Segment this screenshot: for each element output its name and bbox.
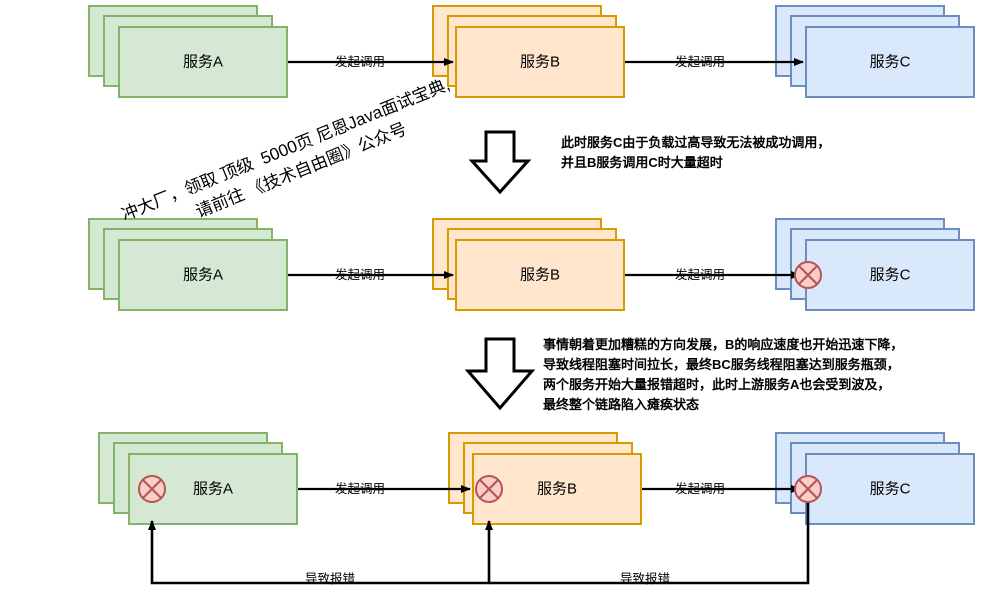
- service-label: 服务A: [192, 480, 233, 498]
- service-card-front[interactable]: 服务C: [805, 26, 975, 98]
- edge-label-b-back-to-a: 导致报错: [302, 571, 358, 587]
- edge-label-a-to-b: 发起调用: [332, 267, 388, 283]
- service-label: 服务C: [869, 53, 911, 71]
- service-card-front[interactable]: 服务A: [118, 239, 288, 311]
- service-label: 服务B: [519, 266, 560, 284]
- edge-label-c-back-to-b: 导致报错: [617, 571, 673, 587]
- down-arrow-1-icon: [468, 130, 532, 195]
- service-card-front[interactable]: 服务B: [455, 26, 625, 98]
- service-card-front[interactable]: 服务B: [455, 239, 625, 311]
- service-label: 服务C: [869, 480, 911, 498]
- edge-label-a-to-b: 发起调用: [332, 54, 388, 70]
- note-c-overload: 此时服务C由于负载过高导致无法被成功调用， 并且B服务调用C时大量超时: [561, 135, 831, 171]
- service-label: 服务A: [182, 53, 223, 71]
- service-card-front[interactable]: 服务C: [805, 453, 975, 525]
- service-card-front[interactable]: 服务C: [805, 239, 975, 311]
- service-card-front[interactable]: 服务A: [128, 453, 298, 525]
- edge-label-b-to-c: 发起调用: [672, 54, 728, 70]
- edge-label-a-to-b: 发起调用: [332, 481, 388, 497]
- service-card-front[interactable]: 服务A: [118, 26, 288, 98]
- service-label: 服务B: [519, 53, 560, 71]
- service-label: 服务A: [182, 266, 223, 284]
- edge-label-b-to-c: 发起调用: [672, 267, 728, 283]
- edge-label-b-to-c: 发起调用: [672, 481, 728, 497]
- service-card-front[interactable]: 服务B: [472, 453, 642, 525]
- down-arrow-2-icon: [464, 337, 536, 411]
- service-label: 服务B: [536, 480, 577, 498]
- service-label: 服务C: [869, 266, 911, 284]
- watermark-promo: 冲大厂，领取 顶级 5000页 尼恩Java面试宝典, 请前往 《技术自由圈》公…: [118, 73, 463, 251]
- note-cascading-failure: 事情朝着更加糟糕的方向发展，B的响应速度也开始迅速下降， 导致线程阻塞时间拉长，…: [543, 337, 904, 413]
